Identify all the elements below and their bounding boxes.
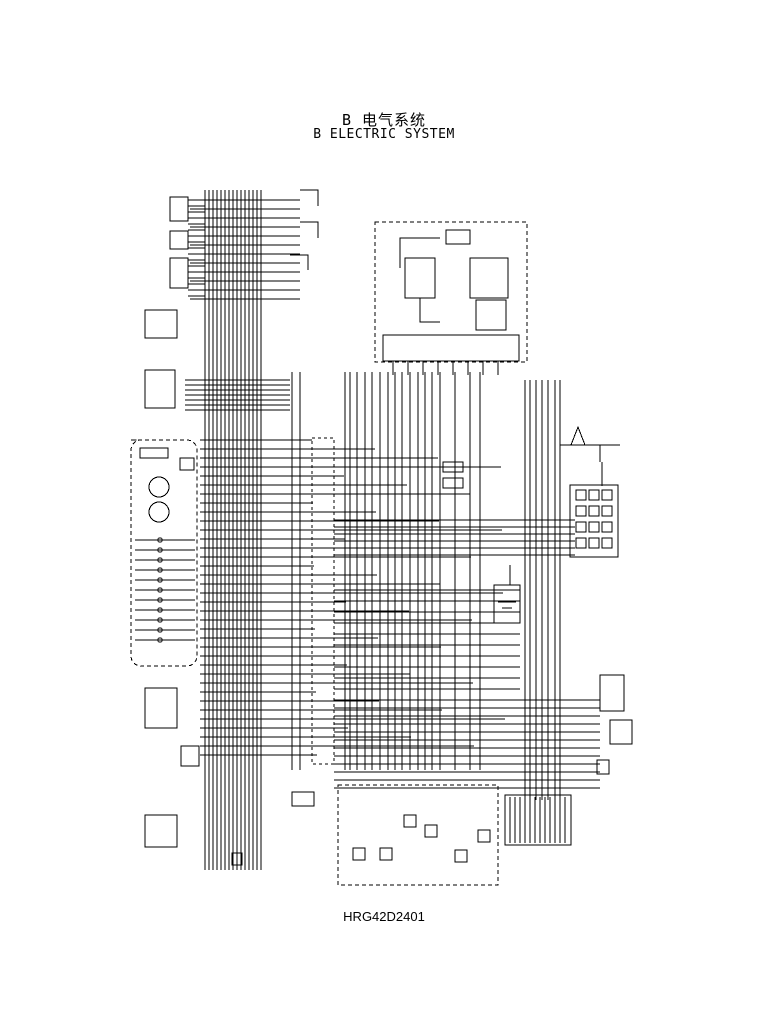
relay-small (292, 792, 314, 806)
switch-block (170, 197, 188, 221)
connector-pin (589, 490, 599, 500)
ground-arrow-icon (571, 427, 585, 445)
gauge-icon (149, 502, 169, 522)
connector-pin (589, 538, 599, 548)
indicator-lamp (180, 458, 194, 470)
central-connector-strip (312, 438, 334, 764)
instrument-panel-frame (131, 440, 197, 666)
switch-block (145, 688, 177, 728)
relay-unit (600, 675, 624, 711)
switch-block (145, 815, 177, 847)
drawing-number: HRG42D2401 (343, 909, 425, 924)
resistor (443, 478, 463, 488)
gauge-icon (149, 477, 169, 497)
page-title-english: B ELECTRIC SYSTEM (313, 127, 455, 142)
switch-block (170, 258, 188, 288)
switch-block (181, 746, 199, 766)
connector-pin (576, 538, 586, 548)
connector-pin (602, 522, 612, 532)
small-component (597, 760, 609, 774)
switch-block (170, 231, 188, 249)
lead-wire (300, 222, 318, 238)
harness-connector (505, 795, 571, 845)
component-frames (131, 222, 527, 885)
relay-coil (353, 848, 365, 860)
right-connector-block (570, 485, 618, 557)
sensor-module-b (470, 258, 508, 298)
connector-pin (576, 490, 586, 500)
battery-box (494, 585, 520, 623)
relay-coil (478, 830, 490, 842)
wire-harness (185, 190, 620, 870)
relay-box-frame (338, 785, 498, 885)
relay-unit (610, 720, 632, 744)
fuse-small (232, 853, 242, 865)
lead-wire (290, 255, 308, 270)
connector-pin (589, 506, 599, 516)
panel-label-box (140, 448, 168, 458)
sensor-module-a (405, 258, 435, 298)
connector-pin (602, 490, 612, 500)
controller-internal-wire (400, 238, 440, 268)
connector-pin (576, 506, 586, 516)
relay-coil (380, 848, 392, 860)
controller-internal-wire (420, 298, 440, 322)
relay-coil (455, 850, 467, 862)
fuse-box (446, 230, 470, 244)
connector-pin (602, 506, 612, 516)
engine-controller-frame (375, 222, 527, 362)
switch-block (145, 370, 175, 408)
relay-coil (404, 815, 416, 827)
connector-pin (602, 538, 612, 548)
relay-coil (425, 825, 437, 837)
components (135, 197, 632, 865)
lead-wire (300, 190, 318, 206)
resistor (443, 462, 463, 472)
controller-terminal-block (383, 335, 519, 361)
connector-pin (576, 522, 586, 532)
sensor-module-c (476, 300, 506, 330)
page-title-chinese: B 电气系统 (341, 111, 427, 129)
switch-block (145, 310, 177, 338)
connector-pin (589, 522, 599, 532)
